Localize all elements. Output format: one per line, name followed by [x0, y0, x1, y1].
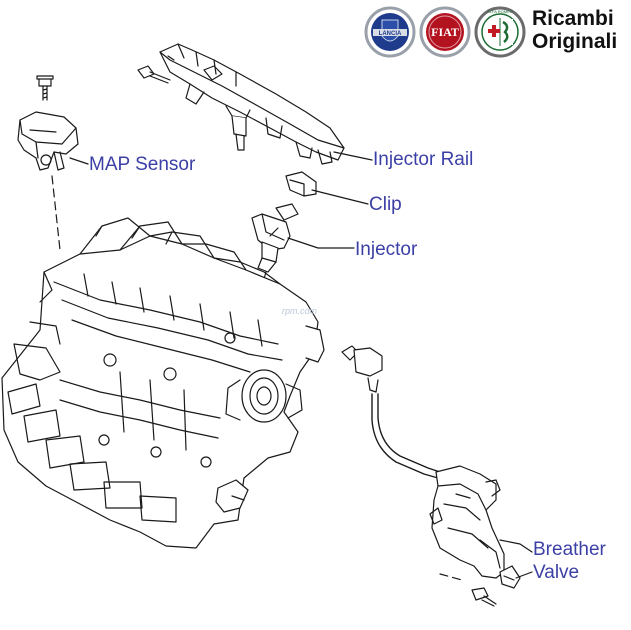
- map-sensor-label: MAP Sensor: [89, 154, 196, 175]
- lancia-badge-icon: LANCIA: [364, 6, 416, 58]
- injector-part: [251, 203, 299, 273]
- injector-rail-leader: [333, 151, 373, 161]
- injector-rail-label: Injector Rail: [373, 149, 474, 170]
- alfa-logo-text: ALFA ROMEO: [487, 9, 513, 14]
- map-sensor-guide-line: [51, 175, 61, 251]
- breather-clip: [499, 565, 521, 589]
- intake-manifold-part: [1, 217, 325, 549]
- alfa-romeo-badge-icon: ALFA ROMEO: [474, 6, 526, 58]
- clip-part: [285, 171, 317, 197]
- fiat-logo-text: FIAT: [431, 25, 459, 39]
- watermark-text: rpm.com: [282, 306, 318, 316]
- breather-valve-label-line-1: Breather: [533, 539, 606, 560]
- breather-valve-part: [341, 345, 505, 579]
- fiat-badge-icon: FIAT: [419, 6, 471, 58]
- breather-bolt: [471, 587, 497, 607]
- clip-label: Clip: [369, 194, 402, 215]
- rail-bolt: [137, 65, 171, 84]
- breather-valve-label: Breather Valve: [533, 538, 606, 584]
- map-sensor-leader: [69, 157, 89, 165]
- lancia-logo-text: LANCIA: [379, 31, 402, 37]
- map-sensor-part: [17, 111, 79, 171]
- injector-rail-part: [159, 43, 345, 165]
- brand-line-2: Originali: [532, 30, 618, 53]
- breather-valve-leader: [499, 539, 533, 553]
- map-sensor-bolt: [36, 75, 54, 101]
- brand-wordmark: Ricambi Originali: [532, 7, 617, 53]
- injector-label: Injector: [355, 239, 418, 260]
- brand-line-1: Ricambi: [532, 7, 614, 30]
- clip-leader: [311, 189, 369, 205]
- breather-clip-leader: [515, 571, 533, 579]
- breather-guide-line: [439, 573, 463, 581]
- breather-valve-label-line-2: Valve: [533, 562, 580, 583]
- injector-leader: [287, 237, 355, 249]
